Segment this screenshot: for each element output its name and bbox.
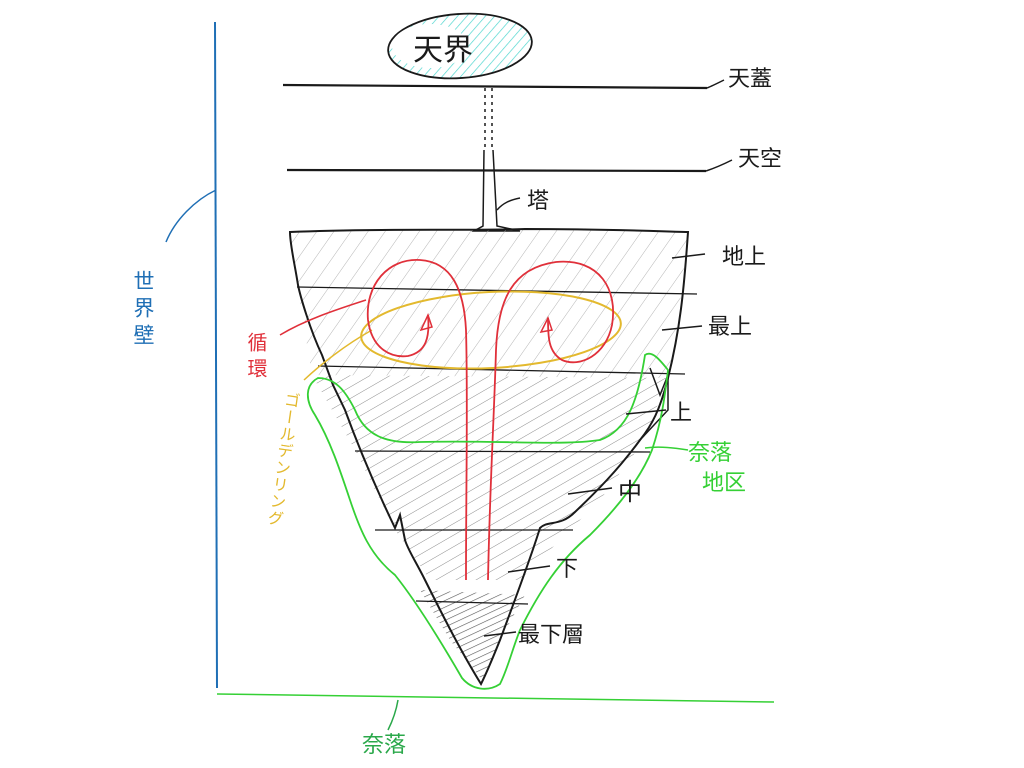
- lower-layer-label: 下: [556, 557, 578, 582]
- circulation-left-loop: [366, 259, 468, 581]
- ground-cone-middle: [312, 375, 668, 580]
- naraku-district-label: 奈落 地区: [688, 441, 746, 496]
- naraku-leader: [387, 699, 399, 731]
- bottom-layer-label: 最下層: [518, 623, 584, 648]
- ground-surface-label: 地上: [722, 245, 766, 270]
- ground-cone-outline: [288, 227, 690, 687]
- sky-line: [286, 168, 707, 173]
- circulation-right-loop: [487, 260, 614, 581]
- canopy-line: [282, 83, 708, 90]
- top-layer-label: 最上: [708, 315, 752, 340]
- ground-cone-upper: [290, 229, 688, 378]
- golden-ring-label: ゴールデンリング: [264, 391, 302, 528]
- circulation-label: 循環: [244, 332, 268, 384]
- circulation-leader: [279, 299, 367, 336]
- naraku-district-outline: [306, 352, 669, 690]
- world-wall-label: 世界壁: [131, 270, 155, 351]
- canopy-label: 天蓋: [728, 67, 772, 92]
- naraku-district-label-line2: 地区: [702, 471, 746, 496]
- heaven-world-label: 天界: [413, 33, 473, 68]
- world-wall-line: [214, 21, 218, 689]
- tower-label: 塔: [527, 189, 549, 214]
- naraku-district-leader: [644, 446, 689, 451]
- middle-layer-label: 中: [618, 478, 642, 506]
- sky-label: 天空: [738, 147, 782, 172]
- tower-shaft: [471, 149, 521, 232]
- naraku-floor-line: [216, 693, 775, 703]
- naraku-district-label-line1: 奈落: [688, 441, 732, 466]
- world-wall-leader: [165, 189, 217, 243]
- naraku-label: 奈落: [362, 733, 406, 758]
- bottom-layer-fill: [420, 590, 525, 680]
- upper-layer-label: 上: [670, 401, 692, 426]
- golden-ring-leader: [303, 329, 373, 381]
